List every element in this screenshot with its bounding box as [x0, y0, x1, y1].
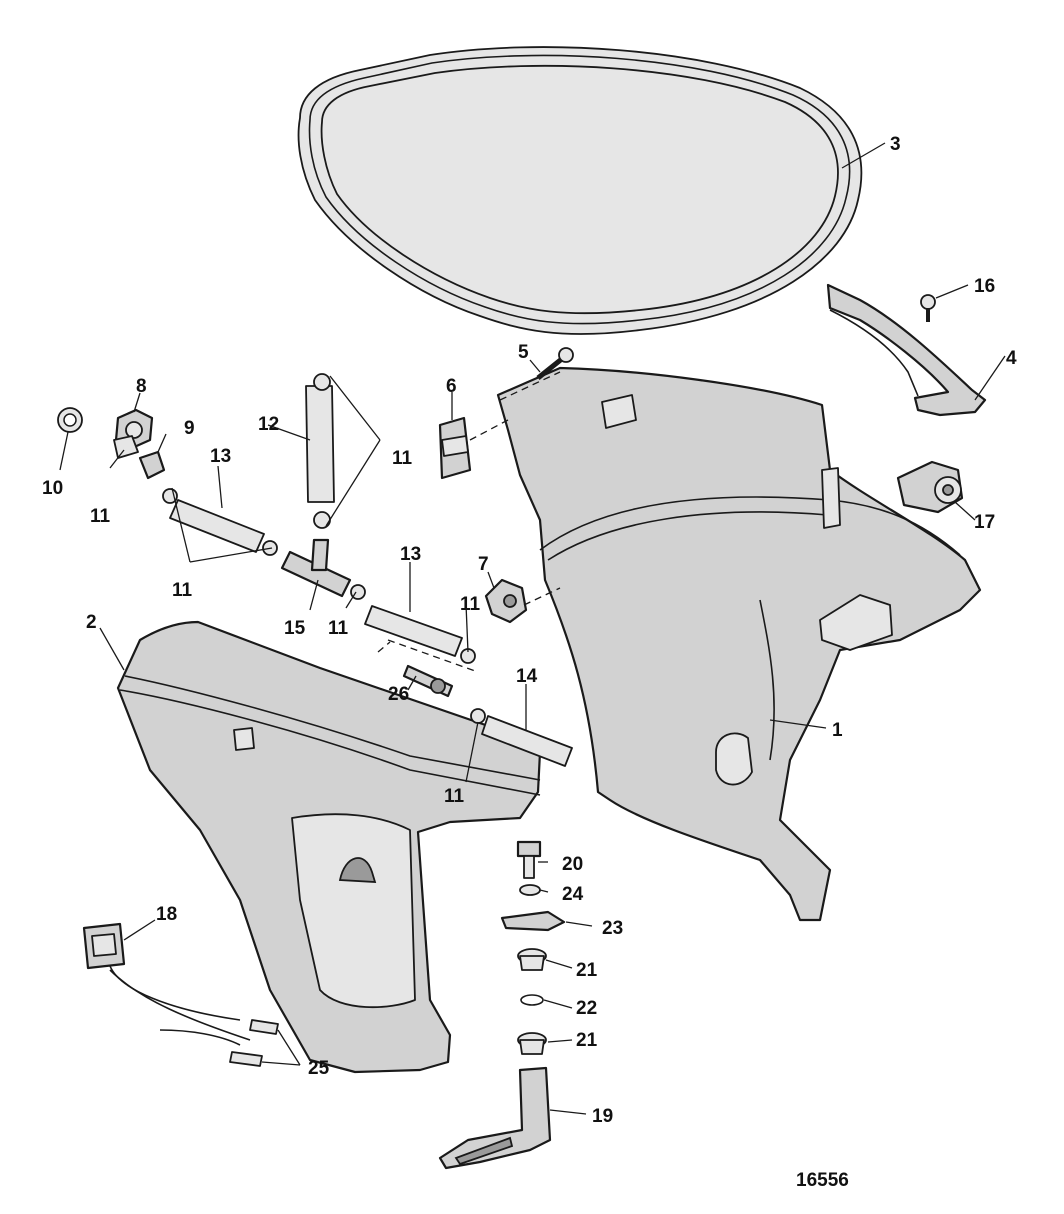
callout-13b: 13 — [400, 544, 421, 565]
part-bolt-5 — [536, 347, 574, 380]
callout-2: 2 — [86, 612, 97, 633]
callout-1: 1 — [832, 720, 843, 741]
callout-11a: 11 — [90, 506, 111, 527]
callout-8: 8 — [136, 376, 147, 397]
part-front-lower-cowl — [116, 620, 542, 1074]
callout-11c: 11 — [172, 580, 193, 601]
callout-23: 23 — [602, 918, 623, 939]
part-switch-18 — [82, 922, 251, 1046]
callout-20: 20 — [562, 854, 583, 875]
part-bracket-6 — [438, 416, 472, 480]
part-ring-10 — [57, 407, 83, 433]
callout-14: 14 — [516, 666, 538, 687]
part-clamp-11 — [113, 435, 139, 459]
part-handle-19 — [438, 1066, 552, 1170]
callout-7: 7 — [478, 554, 489, 575]
callout-21b: 21 — [576, 1030, 598, 1051]
callout-6: 6 — [446, 376, 457, 397]
part-latch — [896, 460, 964, 514]
callout-11b: 11 — [392, 448, 413, 469]
callout-17: 17 — [974, 512, 995, 533]
part-rear-lower-cowl — [496, 366, 982, 922]
callout-18: 18 — [156, 904, 177, 925]
callout-19: 19 — [592, 1106, 613, 1127]
part-hose-14 — [481, 715, 573, 767]
callout-21a: 21 — [576, 960, 598, 981]
part-fitting-26 — [402, 664, 454, 698]
callout-4: 4 — [1006, 348, 1017, 369]
part-connectors-25 — [229, 1019, 279, 1067]
callout-11e: 11 — [460, 594, 481, 615]
callout-15: 15 — [284, 618, 306, 639]
callout-10: 10 — [42, 478, 63, 499]
part-rear-trim — [826, 283, 987, 417]
part-fitting-9 — [138, 450, 166, 480]
part-grommet-7 — [484, 578, 528, 624]
part-oring-22 — [520, 994, 544, 1006]
drawing-reference-number: 16556 — [796, 1170, 849, 1191]
leader-lines — [59, 142, 1006, 1115]
callout-labels: 1 2 3 4 5 6 7 8 9 10 11 11 11 11 11 11 1… — [42, 134, 1017, 1127]
callout-24: 24 — [562, 884, 584, 905]
callout-26: 26 — [388, 684, 409, 705]
part-seal-ring — [297, 46, 863, 335]
part-hose-12 — [305, 385, 335, 503]
callout-11d: 11 — [328, 618, 349, 639]
callout-9: 9 — [184, 418, 195, 439]
callout-12: 12 — [258, 414, 279, 435]
callout-22: 22 — [576, 998, 597, 1019]
part-bolt-16 — [920, 294, 936, 322]
part-bolt-20 — [516, 840, 542, 879]
part-clamps-11 — [162, 373, 486, 724]
part-lever-23 — [500, 910, 566, 932]
callout-16: 16 — [974, 276, 995, 297]
part-washer-24 — [519, 884, 541, 896]
callout-13a: 13 — [210, 446, 231, 467]
callout-5: 5 — [518, 342, 529, 363]
part-hose-13-upper — [169, 499, 265, 553]
callout-3: 3 — [890, 134, 901, 155]
part-hose-13-lower — [364, 605, 463, 657]
callout-11f: 11 — [444, 786, 465, 807]
callout-25: 25 — [308, 1058, 330, 1079]
part-tee-15 — [280, 538, 352, 598]
part-bushing-21-lower — [517, 1032, 547, 1055]
part-bushing-21-upper — [517, 948, 547, 971]
